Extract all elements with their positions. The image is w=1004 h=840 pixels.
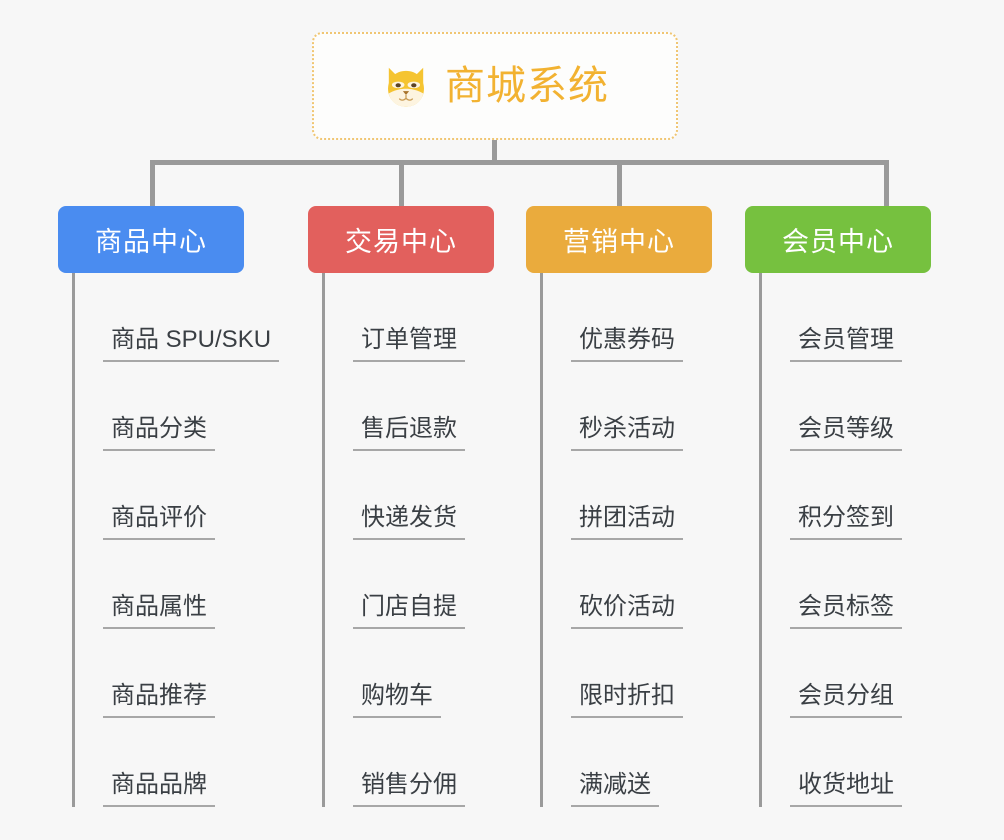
category-label-1: 商品中心 <box>95 227 207 257</box>
leaf-list-4: 会员管理 会员等级 积分签到 会员标签 会员分组 收货地址 <box>759 273 931 807</box>
leaf-label: 快递发货 <box>353 504 465 540</box>
leaf-label: 收货地址 <box>790 771 902 807</box>
leaf-label: 售后退款 <box>353 415 465 451</box>
leaf-label: 商品品牌 <box>103 771 215 807</box>
leaf-label: 商品属性 <box>103 593 215 629</box>
leaf-label: 销售分佣 <box>353 771 465 807</box>
leaf-item[interactable]: 收货地址 <box>762 718 931 807</box>
leaf-label: 商品 SPU/SKU <box>103 326 280 362</box>
branch-column-2: 交易中心 订单管理 售后退款 快递发货 门店自提 购物车 销售分佣 <box>308 206 494 807</box>
leaf-item[interactable]: 销售分佣 <box>325 718 494 807</box>
leaf-list-1: 商品 SPU/SKU 商品分类 商品评价 商品属性 商品推荐 商品品牌 <box>72 273 280 807</box>
leaf-label: 积分签到 <box>790 504 902 540</box>
category-node-3[interactable]: 营销中心 <box>526 206 712 273</box>
leaf-item[interactable]: 秒杀活动 <box>543 362 712 451</box>
leaf-item[interactable]: 门店自提 <box>325 540 494 629</box>
branch-column-3: 营销中心 优惠券码 秒杀活动 拼团活动 砍价活动 限时折扣 满减送 <box>526 206 712 807</box>
connector-drop-2 <box>399 160 404 208</box>
connector-drop-3 <box>617 160 622 208</box>
leaf-item[interactable]: 积分签到 <box>762 451 931 540</box>
leaf-item[interactable]: 会员分组 <box>762 629 931 718</box>
leaf-item[interactable]: 商品属性 <box>75 540 279 629</box>
leaf-item[interactable]: 拼团活动 <box>543 451 712 540</box>
leaf-item[interactable]: 商品分类 <box>75 362 279 451</box>
leaf-label: 商品分类 <box>103 415 215 451</box>
leaf-label: 门店自提 <box>353 593 465 629</box>
leaf-item[interactable]: 商品品牌 <box>75 718 279 807</box>
leaf-item[interactable]: 限时折扣 <box>543 629 712 718</box>
leaf-item[interactable]: 会员等级 <box>762 362 931 451</box>
connector-root-stem <box>492 140 497 165</box>
category-node-1[interactable]: 商品中心 <box>58 206 244 273</box>
leaf-label: 优惠券码 <box>571 326 683 362</box>
leaf-item[interactable]: 快递发货 <box>325 451 494 540</box>
leaf-label: 会员管理 <box>790 326 902 362</box>
leaf-label: 商品评价 <box>103 504 215 540</box>
leaf-label: 拼团活动 <box>571 504 683 540</box>
shiba-dog-face-icon <box>388 67 424 107</box>
leaf-item[interactable]: 订单管理 <box>325 273 494 362</box>
leaf-item[interactable]: 购物车 <box>325 629 494 718</box>
leaf-label: 会员等级 <box>790 415 902 451</box>
category-label-4: 会员中心 <box>782 227 894 257</box>
leaf-item[interactable]: 售后退款 <box>325 362 494 451</box>
leaf-item[interactable]: 商品 SPU/SKU <box>75 273 280 362</box>
leaf-label: 限时折扣 <box>571 682 683 718</box>
category-node-2[interactable]: 交易中心 <box>308 206 494 273</box>
connector-horizontal-bus <box>150 160 889 165</box>
leaf-label: 商品推荐 <box>103 682 215 718</box>
category-label-2: 交易中心 <box>345 227 457 257</box>
leaf-label: 会员分组 <box>790 682 902 718</box>
connector-drop-4 <box>884 160 889 208</box>
branch-column-4: 会员中心 会员管理 会员等级 积分签到 会员标签 会员分组 收货地址 <box>745 206 931 807</box>
leaf-item[interactable]: 砍价活动 <box>543 540 712 629</box>
root-title: 商城系统 <box>445 64 609 108</box>
leaf-label: 会员标签 <box>790 593 902 629</box>
leaf-item[interactable]: 优惠券码 <box>543 273 712 362</box>
leaf-label: 秒杀活动 <box>571 415 683 451</box>
branch-column-1: 商品中心 商品 SPU/SKU 商品分类 商品评价 商品属性 商品推荐 商品品牌 <box>58 206 280 807</box>
leaf-label: 订单管理 <box>353 326 465 362</box>
leaf-item[interactable]: 会员标签 <box>762 540 931 629</box>
leaf-item[interactable]: 商品推荐 <box>75 629 279 718</box>
leaf-item[interactable]: 满减送 <box>543 718 712 807</box>
leaf-label: 砍价活动 <box>571 593 683 629</box>
leaf-list-2: 订单管理 售后退款 快递发货 门店自提 购物车 销售分佣 <box>322 273 494 807</box>
leaf-list-3: 优惠券码 秒杀活动 拼团活动 砍价活动 限时折扣 满减送 <box>540 273 712 807</box>
leaf-label: 满减送 <box>571 771 659 807</box>
leaf-item[interactable]: 会员管理 <box>762 273 931 362</box>
leaf-label: 购物车 <box>353 682 441 718</box>
category-node-4[interactable]: 会员中心 <box>745 206 931 273</box>
category-label-3: 营销中心 <box>563 227 675 257</box>
leaf-item[interactable]: 商品评价 <box>75 451 279 540</box>
connector-drop-1 <box>150 160 155 208</box>
root-node[interactable]: 商城系统 <box>312 32 678 140</box>
